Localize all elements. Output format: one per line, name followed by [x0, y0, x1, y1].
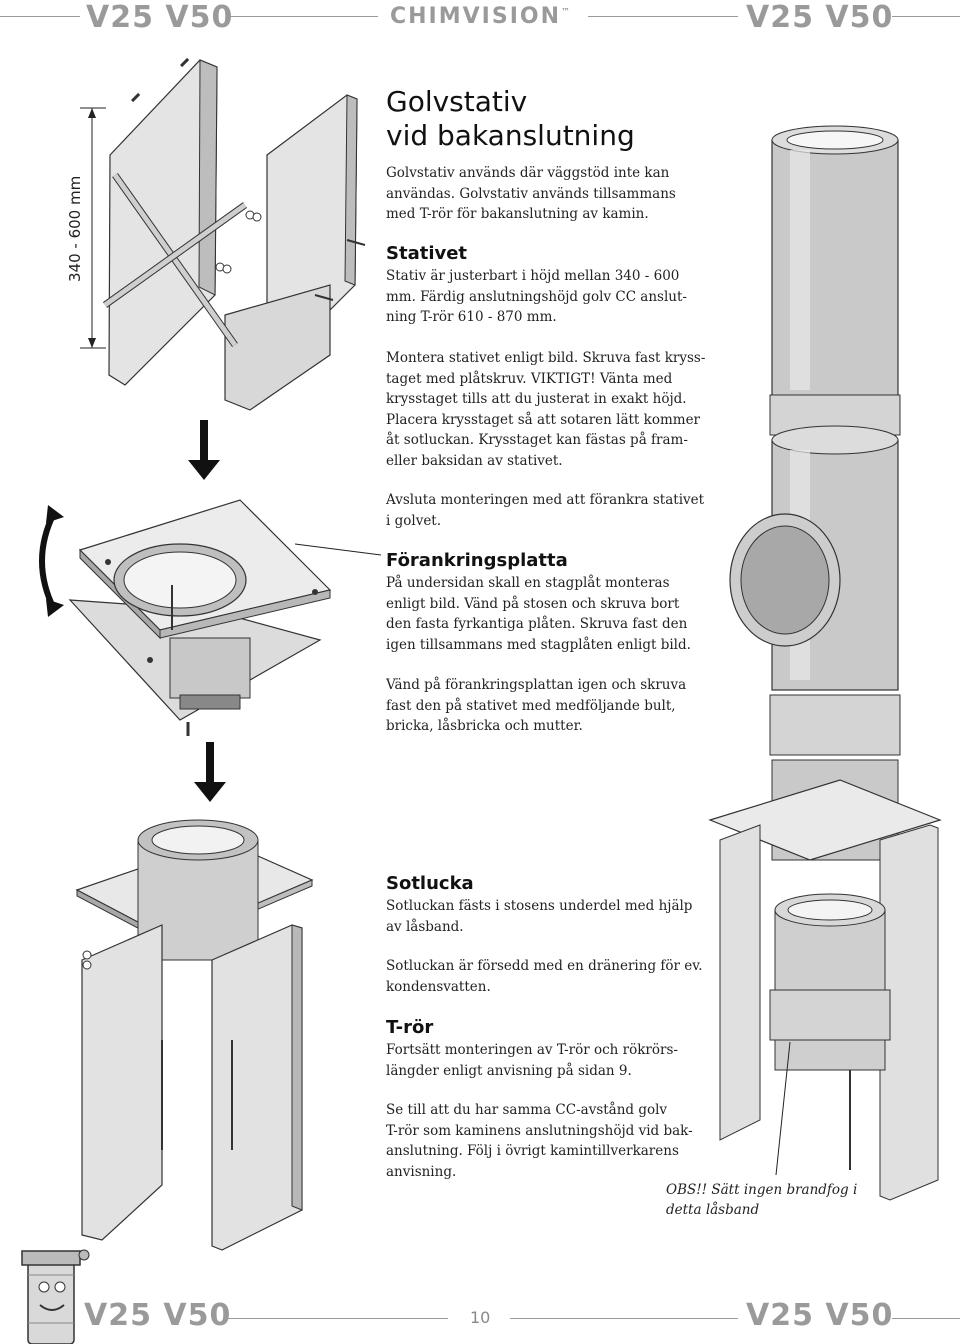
leader-line	[294, 543, 382, 556]
anchor-plate-illustration	[68, 499, 332, 736]
header-rule-center-left	[228, 16, 378, 17]
header-rule-left	[0, 16, 80, 17]
footer-rule-end	[892, 1318, 960, 1319]
sotlucka-text-2: Sotluckan är försedd med en dränering fö…	[386, 958, 703, 995]
dimension-arrow	[80, 107, 106, 349]
montera-text: Montera stativet enligt bild. Skruva fas…	[386, 350, 706, 469]
stativet-heading: Stativet	[386, 243, 468, 264]
sotlucka-heading: Sotlucka	[386, 873, 474, 894]
header-rule-center-right	[588, 16, 738, 17]
vand-text: Vänd på förankringsplattan igen och skru…	[386, 677, 687, 734]
sotlucka-text: Sotluckan fästs i stosens underdel med h…	[386, 898, 693, 935]
down-arrow-icon	[194, 742, 226, 802]
dimension-label: 340 - 600 mm	[66, 175, 84, 282]
header-brand-center: CHIMVISION™	[390, 4, 572, 29]
intro-text: Golvstativ används där väggstöd inte kan…	[386, 165, 676, 222]
header-rule-right	[892, 16, 960, 17]
down-arrow-icon	[188, 420, 220, 480]
chimney-mascot-icon	[21, 1249, 90, 1344]
rotate-arrow-icon	[39, 505, 64, 617]
footer-brand-right: V25 V50	[746, 1298, 894, 1333]
footer-rule-left	[228, 1318, 448, 1319]
forankring-heading: Förankringsplatta	[386, 550, 568, 571]
se-till-text: Se till att du har samma CC-avstånd golv…	[386, 1102, 693, 1180]
header-brand-right: V25 V50	[746, 0, 894, 35]
trör-heading: T-rör	[386, 1017, 434, 1038]
trör-text: Fortsätt monteringen av T-rör och rökrör…	[386, 1042, 678, 1079]
footer-brand-left: V25 V50	[84, 1298, 232, 1333]
stand-assembly-illustration	[75, 819, 314, 1251]
header-brand-left: V25 V50	[86, 0, 234, 35]
forankring-text: På undersidan skall en stagplåt monteras…	[386, 575, 691, 653]
tpipe-assembly-illustration	[708, 125, 942, 1201]
footer-rule-right	[510, 1318, 738, 1319]
page-number: 10	[470, 1308, 491, 1327]
avsluta-text: Avsluta monteringen med att förankra sta…	[386, 492, 705, 529]
page-title: Golvstativ vid bakanslutning	[386, 85, 635, 152]
obs-note: OBS!! Sätt ingen brandfog i detta låsban…	[666, 1182, 858, 1218]
obs-leader-line	[775, 1041, 791, 1176]
stativet-text: Stativ är justerbart i höjd mellan 340 -…	[386, 268, 687, 325]
floor-stand-illustration	[102, 57, 366, 411]
